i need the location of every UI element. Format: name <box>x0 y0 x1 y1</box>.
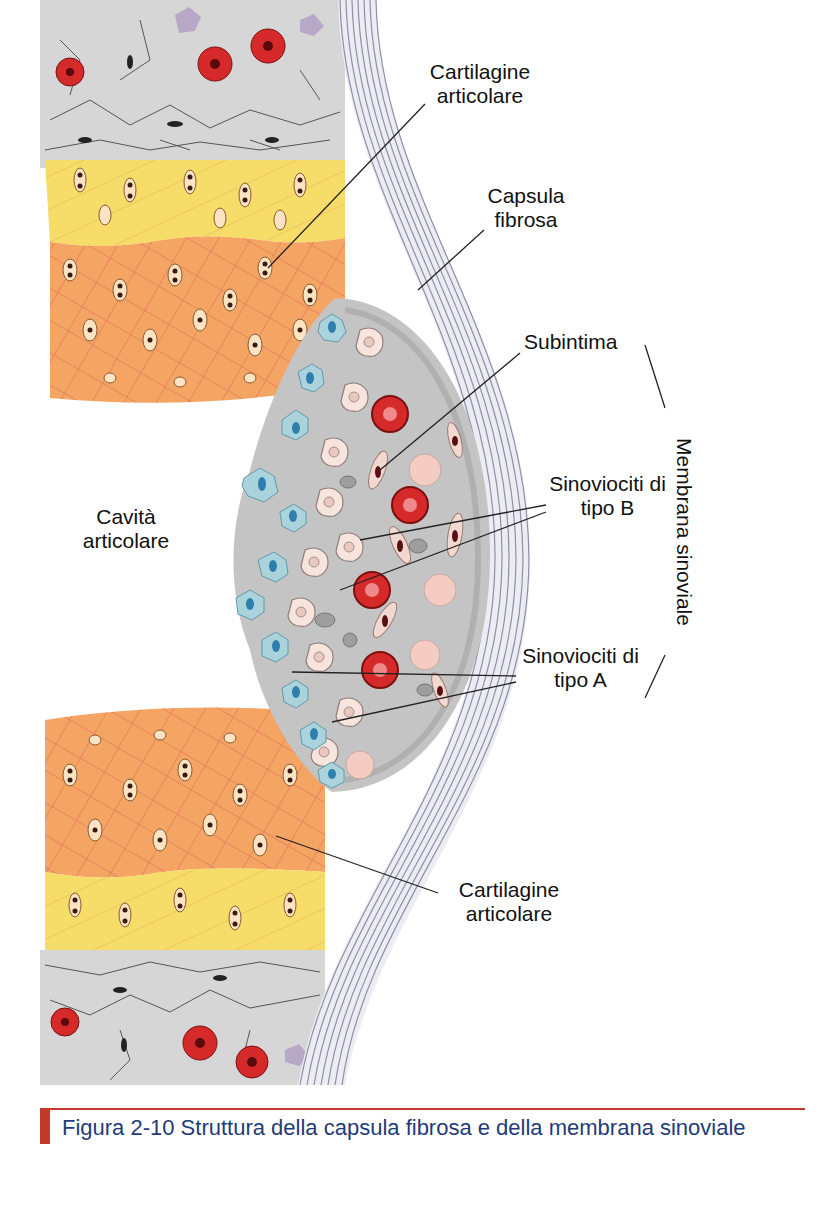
cell-label: Sinoviociti di tipo B <box>545 472 670 519</box>
part-label: Subintima <box>524 330 617 354</box>
group-label: Membrana sinoviale <box>672 438 696 626</box>
part-label: Cartilagine articolare <box>410 60 550 107</box>
region-label: Cavità articolare <box>66 505 186 552</box>
figure-caption: Figura 2-10 Struttura della capsula fibr… <box>62 1114 802 1143</box>
part-label: Cartilagine articolare <box>434 878 584 925</box>
part-label: Capsula fibrosa <box>476 184 576 231</box>
cell-label: Sinoviociti di tipo A <box>518 644 643 691</box>
